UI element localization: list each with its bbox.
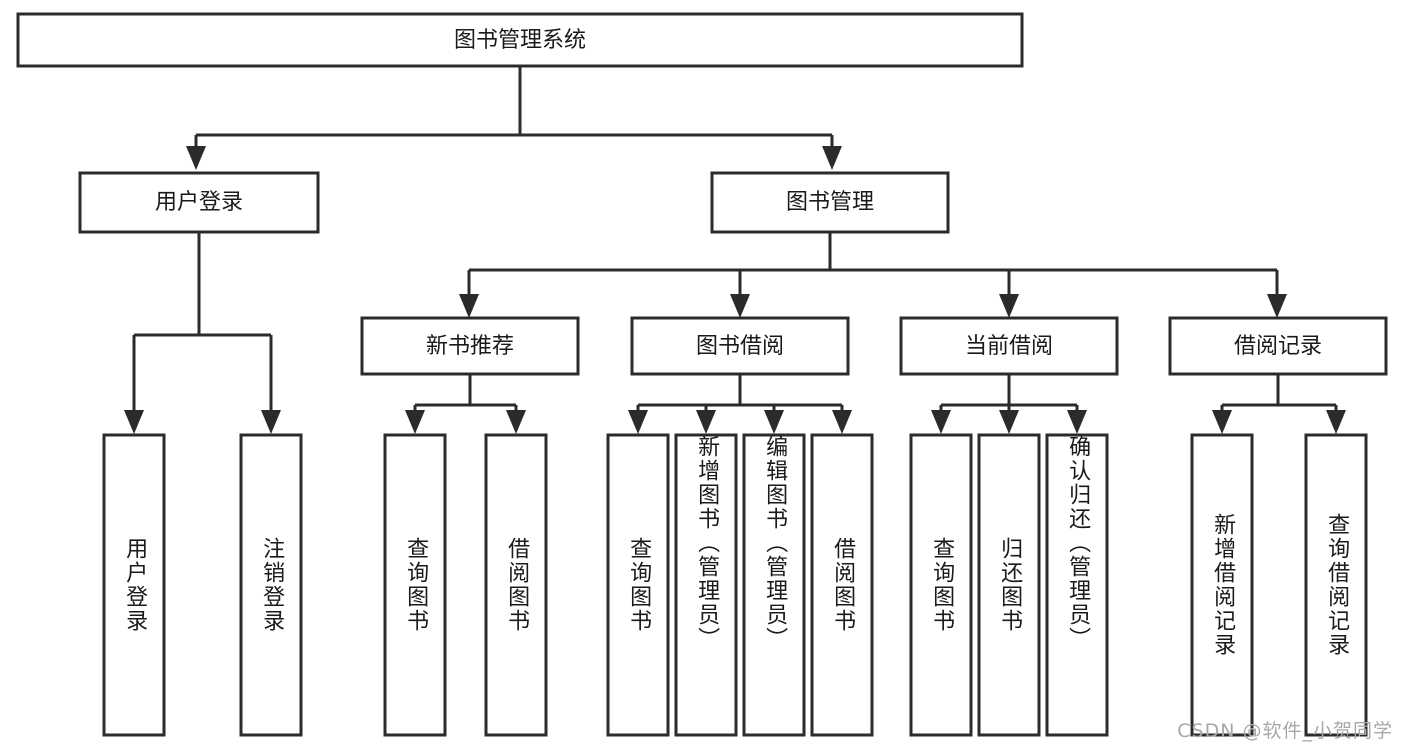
arrow-to-leaf12 bbox=[1212, 410, 1232, 434]
node-bookmgmt[interactable]: 图书管理 bbox=[710, 171, 950, 234]
node-leaf10-box[interactable] bbox=[977, 433, 1041, 737]
arrow-to-leaf2 bbox=[261, 410, 281, 434]
node-leaf8-box[interactable] bbox=[810, 433, 874, 737]
arrow-to-leaf6 bbox=[696, 410, 716, 434]
node-leaf12-box[interactable] bbox=[1190, 433, 1254, 737]
connector-bookmgmt-to-level3 bbox=[459, 232, 1287, 318]
arrow-to-leaf1 bbox=[124, 410, 144, 434]
node-leaf11-box[interactable] bbox=[1045, 433, 1109, 737]
node-login-label: 用户登录 bbox=[155, 190, 243, 215]
arrow-to-records bbox=[1267, 294, 1287, 318]
node-records-box[interactable] bbox=[1168, 316, 1388, 376]
arrow-to-bookmgmt bbox=[822, 146, 842, 170]
node-newbook[interactable]: 新书推荐 bbox=[360, 316, 580, 376]
arrow-to-leaf8 bbox=[832, 410, 852, 434]
node-current-box[interactable] bbox=[899, 316, 1119, 376]
node-leaf2-box[interactable] bbox=[239, 433, 303, 737]
arrow-to-leaf11 bbox=[1067, 410, 1087, 434]
node-root-label: 图书管理系统 bbox=[454, 28, 586, 53]
node-leaf4-box[interactable] bbox=[484, 433, 548, 737]
node-newbook-box[interactable] bbox=[360, 316, 580, 376]
node-records[interactable]: 借阅记录 bbox=[1168, 316, 1388, 376]
node-leaf5-box[interactable] bbox=[606, 433, 670, 737]
connector-borrow-to-leaves bbox=[628, 374, 852, 434]
arrow-to-leaf4 bbox=[506, 410, 526, 434]
node-current-label: 当前借阅 bbox=[965, 334, 1053, 359]
arrow-to-leaf5 bbox=[628, 410, 648, 434]
node-login[interactable]: 用户登录 bbox=[78, 171, 320, 234]
arrow-to-leaf13 bbox=[1326, 410, 1346, 434]
node-leaf1-box[interactable] bbox=[102, 433, 166, 737]
connector-newbook-to-leaves bbox=[405, 374, 526, 434]
arrow-to-current bbox=[999, 294, 1019, 318]
node-bookmgmt-box[interactable] bbox=[710, 171, 950, 234]
node-leaf3-box[interactable] bbox=[383, 433, 447, 737]
arrow-to-login bbox=[186, 146, 206, 170]
node-current[interactable]: 当前借阅 bbox=[899, 316, 1119, 376]
node-borrow[interactable]: 图书借阅 bbox=[630, 316, 850, 376]
node-bookmgmt-label: 图书管理 bbox=[786, 190, 874, 215]
arrow-to-leaf7 bbox=[764, 410, 784, 434]
arrow-to-leaf10 bbox=[999, 410, 1019, 434]
node-root[interactable]: 图书管理系统 bbox=[16, 12, 1024, 68]
node-newbook-label: 新书推荐 bbox=[426, 334, 514, 359]
node-leaf7-box[interactable] bbox=[742, 433, 806, 737]
node-records-label: 借阅记录 bbox=[1234, 334, 1322, 359]
arrow-to-leaf3 bbox=[405, 410, 425, 434]
connector-records-to-leaves bbox=[1212, 374, 1346, 434]
connector-current-to-leaves bbox=[931, 374, 1087, 434]
node-leaf9-box[interactable] bbox=[909, 433, 973, 737]
arrow-to-newbook bbox=[459, 294, 479, 318]
node-borrow-box[interactable] bbox=[630, 316, 850, 376]
connector-root-to-level2 bbox=[186, 66, 842, 170]
arrow-to-leaf9 bbox=[931, 410, 951, 434]
node-borrow-label: 图书借阅 bbox=[696, 334, 784, 359]
connector-login-to-leaves bbox=[124, 232, 281, 434]
node-leaf13-box[interactable] bbox=[1304, 433, 1368, 737]
arrow-to-borrow bbox=[730, 294, 750, 318]
node-leaf6-box[interactable] bbox=[674, 433, 738, 737]
node-root-box[interactable] bbox=[16, 12, 1024, 68]
